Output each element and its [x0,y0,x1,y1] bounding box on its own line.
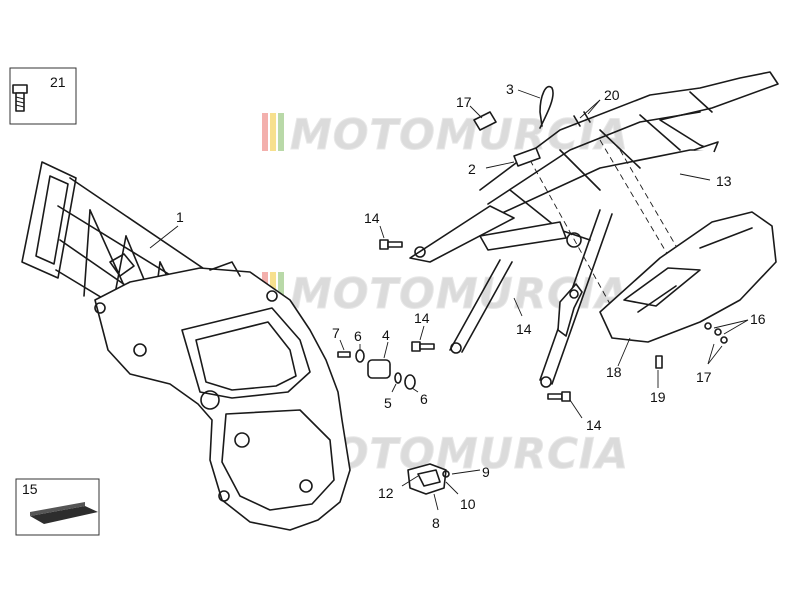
main-frame: 1 [21,161,351,531]
bracket-14: 14 [513,283,583,337]
pins-20: 20 [573,87,620,127]
callout-9: 9 [482,464,490,480]
clip-17-top: 17 [456,94,497,131]
callout-21: 21 [50,74,66,90]
callout-16: 16 [750,311,766,327]
clamp-2: 2 [468,147,541,177]
callout-12: 12 [378,485,394,501]
callout-20: 20 [604,87,620,103]
callout-5: 5 [384,395,392,411]
callout-13: 13 [716,173,732,189]
callout-14a: 14 [364,210,380,226]
spacer-stack: 7 6 4 5 6 [332,325,428,411]
callout-15: 15 [22,481,38,497]
part-box-15: 15 [15,478,100,536]
bolt-icon [12,84,28,112]
callout-6b: 6 [420,391,428,407]
callout-2: 2 [468,161,476,177]
watermark-top: MOTOMURCIA [262,110,629,160]
clips-16-17: 16 17 [696,311,766,385]
callout-19: 19 [650,389,666,405]
cable-3: 3 [506,81,554,129]
bottom-bracket: 12 9 10 8 [378,463,490,531]
callout-17b: 17 [696,369,712,385]
callout-7: 7 [332,325,340,341]
bolt-14-right: 14 [547,391,602,433]
part-box-21: 21 [9,67,77,125]
callout-14d: 14 [586,417,602,433]
callout-6a: 6 [354,328,362,344]
screw-19: 19 [650,355,666,405]
bolt-14-middle: 14 [411,310,435,352]
watermark-text: MOTOMURCIA [290,110,629,159]
rear-subframe: 13 [409,71,779,388]
callout-3: 3 [506,81,514,97]
callout-1: 1 [176,209,184,225]
callout-8: 8 [432,515,440,531]
callout-14c: 14 [516,321,532,337]
callout-4: 4 [382,327,390,343]
callout-17a: 17 [456,94,472,110]
callout-10: 10 [460,496,476,512]
under-tray: 18 [599,211,777,380]
callout-18: 18 [606,364,622,380]
callout-14b: 14 [414,310,430,326]
bolt-14-upper: 14 [364,210,403,250]
